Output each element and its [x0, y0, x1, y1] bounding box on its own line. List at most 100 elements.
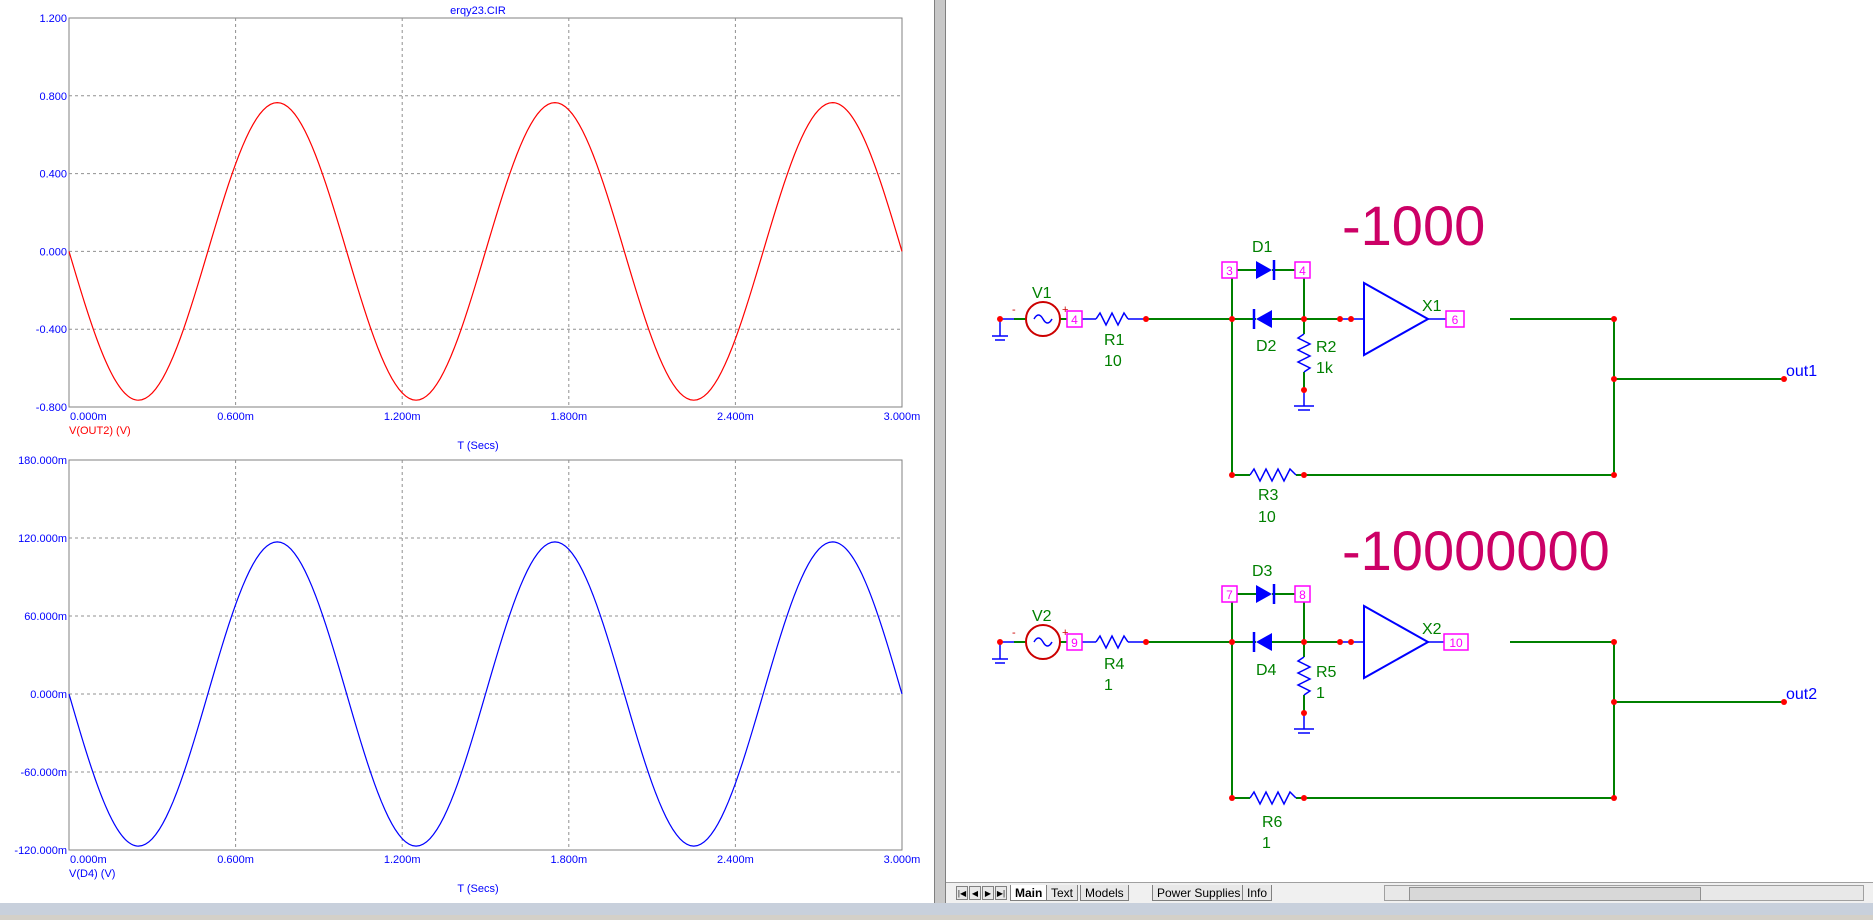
bottom-plot-x-tick-label: 0.600m	[217, 854, 254, 866]
r5-label: R5	[1316, 664, 1337, 681]
r1-value: 10	[1104, 353, 1122, 370]
top-plot-frame	[68, 17, 903, 408]
schematic-window: -1000 -10000000 - + V1 R1 10 D1	[946, 0, 1873, 915]
d4-label: D4	[1256, 662, 1277, 679]
top-plot-x-tick-label: 1.800m	[550, 411, 587, 423]
top-plot-grid	[69, 18, 902, 407]
output-terminal-out1[interactable]: out1	[1786, 363, 1817, 380]
d1-label: D1	[1252, 239, 1273, 256]
top-plot-x-tick-label: 2.400m	[717, 411, 754, 423]
tab-models[interactable]: Models	[1080, 885, 1129, 901]
bottom-plot-y-tick-label: 180.000m	[18, 455, 67, 467]
bottom-plot-frame	[68, 459, 903, 851]
gain-label-1: -1000	[1342, 194, 1485, 257]
bottom-plot-grid	[69, 460, 902, 850]
resistor-r2[interactable]: R2 1k	[1294, 333, 1337, 411]
top-plot-y-tick-label: -0.400	[36, 324, 67, 336]
top-plot-series-label: V(OUT2) (V)	[69, 425, 131, 437]
r3-label: R3	[1258, 487, 1279, 504]
schematic-tab-bar: |◀ ◀ ▶ ▶| Main Text Models Power Supplie…	[946, 882, 1873, 904]
opamp-x2[interactable]: X2	[1340, 604, 1456, 680]
resistor-r3[interactable]: R3 10	[1249, 467, 1297, 526]
bottom-plot-x-tick-label: 3.000m	[884, 854, 921, 866]
node-9-label: 9	[1071, 636, 1078, 650]
first-tab-button[interactable]: |◀	[956, 886, 968, 900]
r2-label: R2	[1316, 339, 1337, 356]
plot-canvas: erqy23.CIR 1.2000.8000.4000.000-0.400-0.…	[14, 5, 921, 895]
node-10-label: 10	[1449, 636, 1463, 650]
tab-text[interactable]: Text	[1046, 885, 1079, 901]
diode-d1[interactable]: D1	[1252, 239, 1276, 280]
gain-label-2: -10000000	[1342, 519, 1610, 582]
out1-label: out1	[1786, 363, 1817, 380]
resistor-r1[interactable]: R1 10	[1070, 311, 1146, 370]
last-tab-button[interactable]: ▶|	[995, 886, 1007, 900]
top-plot-y-tick-label: 0.800	[39, 91, 67, 103]
node-box-6[interactable]: 6	[1445, 310, 1465, 328]
tab-info[interactable]: Info	[1242, 885, 1273, 901]
resistor-r6[interactable]: R6 1	[1249, 790, 1297, 852]
top-plot-y-tick-label: 0.400	[39, 169, 67, 181]
output-terminal-out2[interactable]: out2	[1786, 686, 1817, 703]
diode-d2[interactable]: D2	[1252, 309, 1277, 355]
voltage-source-v1[interactable]: - + V1	[992, 285, 1068, 341]
v1-label: V1	[1032, 285, 1052, 302]
top-plot-x-tick-label: 0.600m	[217, 411, 254, 423]
next-tab-button[interactable]: ▶	[982, 886, 994, 900]
node-box-9[interactable]: 9	[1066, 633, 1083, 651]
node-4-label: 4	[1299, 264, 1306, 278]
voltage-source-v2[interactable]: - + V2	[992, 608, 1068, 664]
bottom-plot-series-label: V(D4) (V)	[69, 868, 115, 880]
diode-d4[interactable]: D4	[1252, 632, 1277, 679]
node-box-3[interactable]: 3	[1221, 261, 1238, 279]
schematic-canvas[interactable]: -1000 -10000000 - + V1 R1 10 D1	[946, 0, 1873, 882]
node-3-label: 3	[1226, 264, 1233, 278]
r1-label: R1	[1104, 332, 1125, 349]
top-plot-y-tick-label: 0.000	[39, 246, 67, 258]
bottom-plot-y-tick-labels: 180.000m 120.000m 60.000m 0.000m -60.000m -12…	[14, 455, 67, 857]
bottom-plot-y-tick-label: 0.000m	[30, 689, 67, 701]
top-plot-trace-vout2	[68, 102, 903, 401]
r4-label: R4	[1104, 656, 1125, 673]
d3-label: D3	[1252, 563, 1273, 580]
r6-value: 1	[1262, 835, 1271, 852]
opamp-x1[interactable]: X1	[1340, 281, 1456, 357]
bottom-plot-y-tick-label: 60.000m	[24, 611, 67, 623]
d2-label: D2	[1256, 338, 1277, 355]
v1-minus-sign: -	[1012, 304, 1016, 316]
horizontal-scrollbar[interactable]	[1384, 885, 1864, 901]
bottom-plot-y-tick-label: -60.000m	[21, 767, 67, 779]
window-bottom-edge	[0, 903, 1873, 915]
horizontal-scrollbar-thumb[interactable]	[1409, 887, 1701, 901]
node-box-10[interactable]: 10	[1443, 633, 1469, 651]
top-plot-x-tick-label: 1.200m	[384, 411, 421, 423]
resistor-r5[interactable]: R5 1	[1294, 656, 1337, 734]
bottom-plot-y-tick-label: -120.000m	[14, 845, 67, 857]
v2-label: V2	[1032, 608, 1052, 625]
node-box-5[interactable]: 4	[1066, 310, 1083, 328]
node-8-label: 8	[1299, 588, 1306, 602]
top-plot-x-axis-label: T (Secs)	[457, 440, 498, 452]
r5-value: 1	[1316, 685, 1325, 702]
tab-power-supplies[interactable]: Power Supplies	[1152, 885, 1246, 901]
bottom-plot-trace-vd4	[68, 541, 903, 847]
node-box-8[interactable]: 8	[1294, 585, 1311, 603]
v2-minus-sign: -	[1012, 627, 1016, 639]
previous-tab-button[interactable]: ◀	[969, 886, 981, 900]
tab-main[interactable]: Main	[1010, 885, 1048, 901]
bottom-plot: 180.000m 120.000m 60.000m 0.000m -60.000m -12…	[14, 455, 920, 895]
r6-label: R6	[1262, 814, 1283, 831]
panel-splitter[interactable]	[934, 0, 946, 915]
node-6-label: 6	[1452, 313, 1459, 327]
bottom-plot-y-tick-label: 120.000m	[18, 533, 67, 545]
node-box-7[interactable]: 7	[1221, 585, 1238, 603]
bottom-plot-x-tick-label: 0.000m	[70, 854, 107, 866]
x2-label: X2	[1422, 621, 1442, 638]
node-box-4[interactable]: 4	[1294, 261, 1311, 279]
diode-d3[interactable]: D3	[1252, 563, 1276, 604]
bottom-plot-x-axis-label: T (Secs)	[457, 883, 498, 895]
